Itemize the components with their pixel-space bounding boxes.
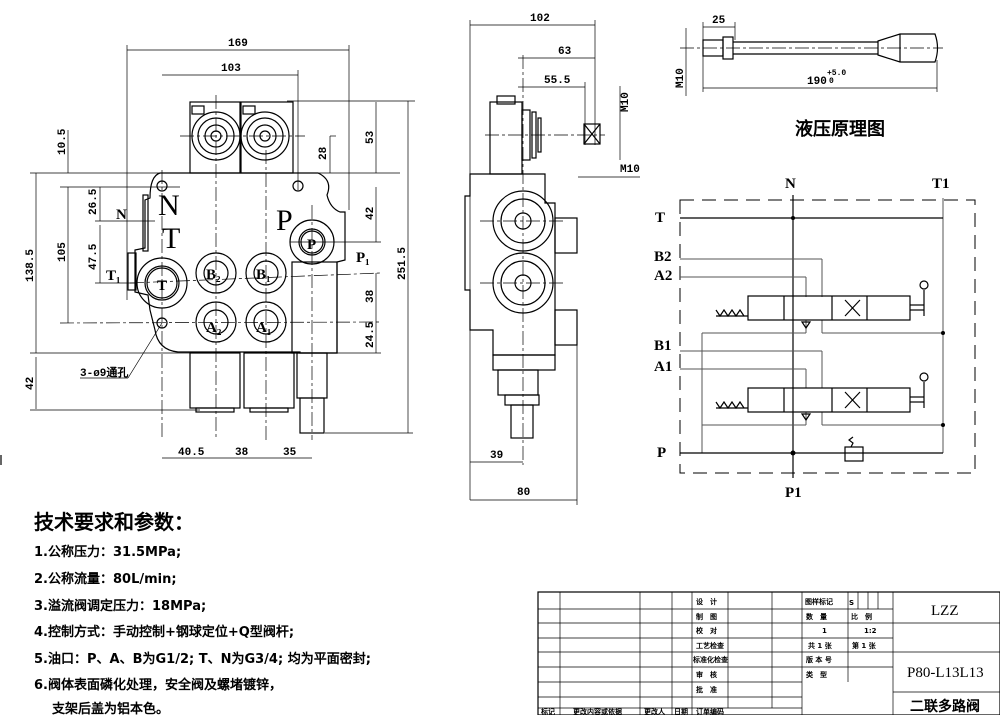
part-name: 二联多路阀 bbox=[910, 698, 980, 715]
svg-text:数 量: 数 量 bbox=[806, 612, 827, 621]
requirement-item: 支架后盖为铝本色。 bbox=[52, 702, 170, 717]
svg-text:工艺检查: 工艺检查 bbox=[696, 641, 725, 650]
svg-text:35: 35 bbox=[283, 447, 297, 459]
svg-text:251.5: 251.5 bbox=[397, 247, 409, 280]
requirement-item: 6.阀体表面磷化处理，安全阀及螺堵镀锌， bbox=[34, 678, 282, 693]
svg-text:80: 80 bbox=[517, 487, 530, 499]
sch-label-P: P bbox=[657, 445, 666, 461]
svg-text:标记: 标记 bbox=[540, 707, 555, 715]
svg-text:A₂: A₂ bbox=[206, 320, 222, 336]
svg-text:42: 42 bbox=[25, 377, 37, 390]
requirements-title: 技术要求和参数： bbox=[34, 510, 194, 534]
svg-text:版 本 号: 版 本 号 bbox=[806, 655, 832, 664]
svg-text:63: 63 bbox=[558, 46, 572, 58]
side-dimensions: 102 63 55.5 M10 M10 39 80 bbox=[469, 13, 640, 505]
company-name: LZZ bbox=[931, 603, 959, 619]
svg-text:共 1 张: 共 1 张 bbox=[808, 641, 833, 650]
relief-valve bbox=[844, 436, 864, 462]
label-T1: T₁ bbox=[106, 268, 121, 284]
sch-label-P1: P1 bbox=[785, 485, 802, 501]
bottom-fittings bbox=[189, 352, 328, 434]
svg-text:38: 38 bbox=[365, 289, 377, 303]
requirement-item: 1.公称压力：31.5MPa; bbox=[34, 545, 182, 560]
sch-label-T1: T1 bbox=[932, 176, 950, 192]
label-P1: P₁ bbox=[356, 250, 370, 266]
svg-text:M10: M10 bbox=[620, 92, 632, 112]
svg-text:1: 1 bbox=[822, 627, 827, 635]
svg-text:102: 102 bbox=[530, 13, 550, 25]
svg-text:+5.0: +5.0 bbox=[827, 69, 846, 78]
svg-text:M10: M10 bbox=[675, 68, 687, 88]
svg-text:审 核: 审 核 bbox=[696, 670, 717, 679]
svg-text:比 例: 比 例 bbox=[851, 612, 872, 621]
svg-text:40.5: 40.5 bbox=[178, 447, 205, 459]
svg-text:日期: 日期 bbox=[674, 707, 688, 715]
svg-text:169: 169 bbox=[228, 38, 248, 50]
svg-text:42: 42 bbox=[365, 207, 377, 220]
title-block: 设 计 制 图 校 对 工艺检查 标准化检查 审 核 批 准 标记 更改内容或依… bbox=[537, 591, 1000, 715]
svg-text:M10: M10 bbox=[620, 164, 640, 176]
svg-text:订单编码: 订单编码 bbox=[696, 707, 724, 715]
svg-text:设 计: 设 计 bbox=[696, 597, 717, 606]
valve-body-outline bbox=[134, 172, 346, 354]
svg-text:A₁: A₁ bbox=[256, 320, 271, 336]
svg-text:P: P bbox=[307, 237, 316, 253]
sch-label-A2: A2 bbox=[654, 268, 672, 284]
sch-label-T: T bbox=[655, 210, 665, 226]
svg-text:24.5: 24.5 bbox=[365, 321, 377, 348]
svg-text:55.5: 55.5 bbox=[544, 75, 571, 87]
svg-text:图样标记: 图样标记 bbox=[805, 597, 833, 606]
valve-caps bbox=[189, 101, 294, 174]
part-number: P80-L13L13 bbox=[907, 665, 984, 681]
requirement-item: 3.溢流阀调定压力：18MPa; bbox=[34, 599, 207, 614]
front-view: T B₂ B₁ A₂ A₁ P N T P N T₁ P₁ bbox=[25, 38, 415, 459]
svg-text:B₂: B₂ bbox=[206, 267, 221, 283]
sch-label-A1: A1 bbox=[654, 359, 672, 375]
requirement-item: 5.油口：P、A、B为G1/2; T、N为G3/4; 均为平面密封; bbox=[34, 652, 371, 667]
svg-text:制 图: 制 图 bbox=[696, 612, 717, 621]
svg-text:25: 25 bbox=[712, 15, 726, 27]
label-N-side: N bbox=[116, 207, 127, 223]
svg-text:标准化检查: 标准化检查 bbox=[692, 655, 729, 664]
svg-text:10.5: 10.5 bbox=[57, 128, 69, 155]
svg-text:103: 103 bbox=[221, 63, 241, 75]
svg-text:B₁: B₁ bbox=[256, 267, 271, 283]
sch-label-B1: B1 bbox=[654, 338, 672, 354]
label-T: T bbox=[162, 222, 180, 255]
spool-section-1 bbox=[715, 372, 929, 422]
svg-text:更改人: 更改人 bbox=[644, 707, 666, 715]
spool-section-2 bbox=[715, 280, 929, 330]
schematic-title: 液压原理图 bbox=[795, 118, 885, 140]
svg-text:0: 0 bbox=[829, 77, 834, 86]
svg-text:更改内容或依据: 更改内容或依据 bbox=[573, 707, 622, 715]
svg-text:47.5: 47.5 bbox=[88, 243, 100, 270]
svg-text:S: S bbox=[849, 599, 854, 607]
label-P: P bbox=[276, 204, 293, 237]
svg-text:批 准: 批 准 bbox=[696, 685, 717, 694]
svg-text:26.5: 26.5 bbox=[88, 188, 100, 215]
side-view: 102 63 55.5 M10 M10 39 80 bbox=[464, 13, 640, 505]
svg-text:第 1 张: 第 1 张 bbox=[852, 641, 877, 650]
svg-text:53: 53 bbox=[365, 130, 377, 144]
svg-text:28: 28 bbox=[318, 146, 330, 160]
svg-text:1:2: 1:2 bbox=[864, 627, 877, 635]
svg-text:校 对: 校 对 bbox=[696, 626, 717, 635]
label-N: N bbox=[158, 189, 180, 222]
svg-text:类 型: 类 型 bbox=[806, 670, 827, 679]
handle-drawing: 25 M10 190 +5.0 0 bbox=[675, 15, 943, 96]
svg-text:3-ø9通孔: 3-ø9通孔 bbox=[80, 366, 128, 380]
sch-label-B2: B2 bbox=[654, 249, 672, 265]
hydraulic-schematic: N T1 T B2 A2 B1 A1 P P1 bbox=[654, 176, 976, 501]
svg-text:105: 105 bbox=[57, 242, 69, 262]
svg-text:39: 39 bbox=[490, 450, 503, 462]
svg-text:138.5: 138.5 bbox=[25, 249, 37, 282]
svg-text:190: 190 bbox=[807, 76, 827, 88]
svg-text:38: 38 bbox=[235, 447, 249, 459]
sch-label-N: N bbox=[785, 176, 796, 192]
requirement-item: 4.控制方式：手动控制+钢球定位+Q型阀杆; bbox=[34, 625, 295, 640]
requirement-item: 2.公称流量：80L/min; bbox=[34, 572, 177, 587]
front-dimensions: 169 103 10.5 26.5 47.5 105 138.5 42 53 2… bbox=[25, 38, 415, 459]
